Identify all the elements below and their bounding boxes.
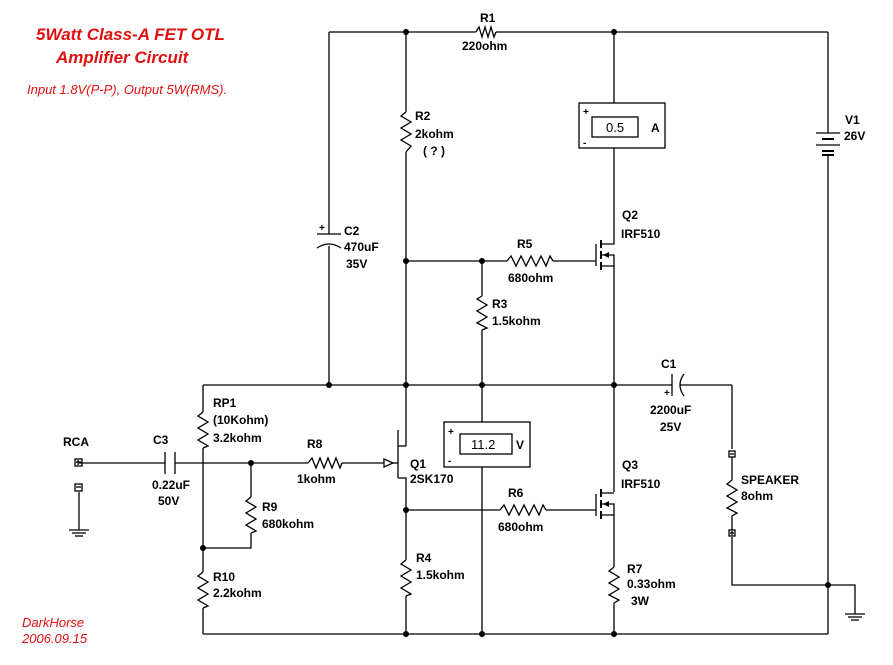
speaker: SPEAKER 8ohm	[725, 450, 799, 537]
svg-text:2kohm: 2kohm	[415, 127, 454, 141]
svg-text:25V: 25V	[660, 420, 681, 434]
svg-text:R2: R2	[415, 109, 431, 123]
svg-text:RCA: RCA	[63, 435, 89, 449]
svg-text:11.2: 11.2	[471, 437, 495, 452]
svg-text:R10: R10	[213, 570, 235, 584]
svg-text:IRF510: IRF510	[621, 227, 661, 241]
spec-line: Input 1.8V(P-P), Output 5W(RMS).	[27, 82, 227, 97]
svg-text:8ohm: 8ohm	[741, 489, 773, 503]
wires	[78, 31, 856, 635]
rca-jack: RCA	[63, 435, 89, 492]
svg-text:0.33ohm: 0.33ohm	[627, 577, 676, 591]
svg-text:-: -	[583, 138, 586, 149]
title-line-1: 5Watt Class-A FET OTL	[36, 25, 225, 44]
svg-text:0.22uF: 0.22uF	[152, 478, 190, 492]
svg-text:R1: R1	[480, 11, 496, 25]
svg-text:RP1: RP1	[213, 396, 237, 410]
capacitor-c1: + C1 2200uF 25V	[650, 357, 691, 434]
resistor-r6: R6 680ohm	[498, 486, 547, 534]
svg-text:R5: R5	[517, 237, 533, 251]
date-label: 2006.09.15	[21, 631, 88, 646]
svg-text:A: A	[651, 121, 660, 135]
svg-text:50V: 50V	[158, 494, 179, 508]
resistor-r7: R7 0.33ohm 3W	[607, 562, 676, 608]
svg-text:C2: C2	[344, 224, 360, 238]
voltmeter: + - 11.2 V	[443, 421, 531, 468]
svg-text:SPEAKER: SPEAKER	[741, 473, 799, 487]
svg-text:Q3: Q3	[622, 458, 638, 472]
svg-text:+: +	[583, 107, 589, 118]
svg-text:R8: R8	[307, 437, 323, 451]
svg-text:+: +	[319, 223, 325, 234]
resistor-r3: R3 1.5kohm	[475, 295, 541, 331]
capacitor-c2: + C2 470uF 35V	[316, 223, 379, 271]
resistor-r8: R8 1kohm	[297, 437, 343, 486]
junction-dots	[200, 29, 831, 637]
svg-text:C1: C1	[661, 357, 677, 371]
svg-text:26V: 26V	[844, 129, 865, 143]
resistor-r1: R1 220ohm	[462, 11, 507, 53]
svg-text:+: +	[664, 388, 670, 399]
svg-text:2200uF: 2200uF	[650, 403, 691, 417]
resistor-r9: R9 680kohm	[244, 496, 314, 534]
ammeter: + - 0.5 A	[578, 102, 666, 149]
svg-text:2.2kohm: 2.2kohm	[213, 586, 262, 600]
ground-symbol-output	[845, 613, 865, 621]
svg-text:R3: R3	[492, 297, 508, 311]
svg-text:Q2: Q2	[622, 208, 638, 222]
svg-text:IRF510: IRF510	[621, 477, 661, 491]
mosfet-q2: Q2 IRF510	[595, 208, 661, 270]
svg-text:680ohm: 680ohm	[508, 271, 553, 285]
svg-text:V1: V1	[845, 113, 860, 127]
ground-symbol-input	[69, 529, 89, 537]
svg-text:680kohm: 680kohm	[262, 517, 314, 531]
capacitor-c3: C3 0.22uF 50V	[152, 433, 190, 508]
svg-text:(10Kohm): (10Kohm)	[213, 413, 268, 427]
svg-text:R6: R6	[508, 486, 524, 500]
svg-text:0.5: 0.5	[606, 120, 624, 135]
svg-text:R9: R9	[262, 500, 278, 514]
battery-v1: V1 26V	[816, 113, 865, 156]
svg-text:1.5kohm: 1.5kohm	[416, 568, 465, 582]
svg-text:( ? ): ( ? )	[423, 144, 445, 158]
svg-text:3.2kohm: 3.2kohm	[213, 431, 262, 445]
svg-text:-: -	[448, 456, 451, 467]
svg-text:Q1: Q1	[410, 457, 426, 471]
author-label: DarkHorse	[22, 615, 84, 630]
title-line-2: Amplifier Circuit	[55, 48, 190, 67]
potentiometer-rp1: RP1 (10Kohm) 3.2kohm	[196, 396, 268, 449]
svg-text:680ohm: 680ohm	[498, 520, 543, 534]
resistor-r4: R4 1.5kohm	[399, 551, 465, 597]
svg-text:C3: C3	[153, 433, 169, 447]
svg-text:R4: R4	[416, 551, 432, 565]
svg-text:2SK170: 2SK170	[410, 472, 454, 486]
svg-text:R7: R7	[627, 562, 643, 576]
svg-text:470uF: 470uF	[344, 240, 379, 254]
resistor-r5: R5 680ohm	[506, 237, 554, 285]
svg-text:1.5kohm: 1.5kohm	[492, 314, 541, 328]
svg-text:3W: 3W	[631, 594, 650, 608]
svg-text:+: +	[448, 427, 454, 438]
mosfet-q3: Q3 IRF510	[595, 458, 661, 522]
jfet-q1: Q1 2SK170	[383, 457, 454, 486]
svg-text:35V: 35V	[346, 257, 367, 271]
svg-text:1kohm: 1kohm	[297, 472, 336, 486]
svg-text:V: V	[516, 438, 524, 452]
resistor-r2: R2 2kohm ( ? )	[399, 109, 454, 158]
resistor-r10: R10 2.2kohm	[196, 570, 262, 609]
svg-text:220ohm: 220ohm	[462, 39, 507, 53]
